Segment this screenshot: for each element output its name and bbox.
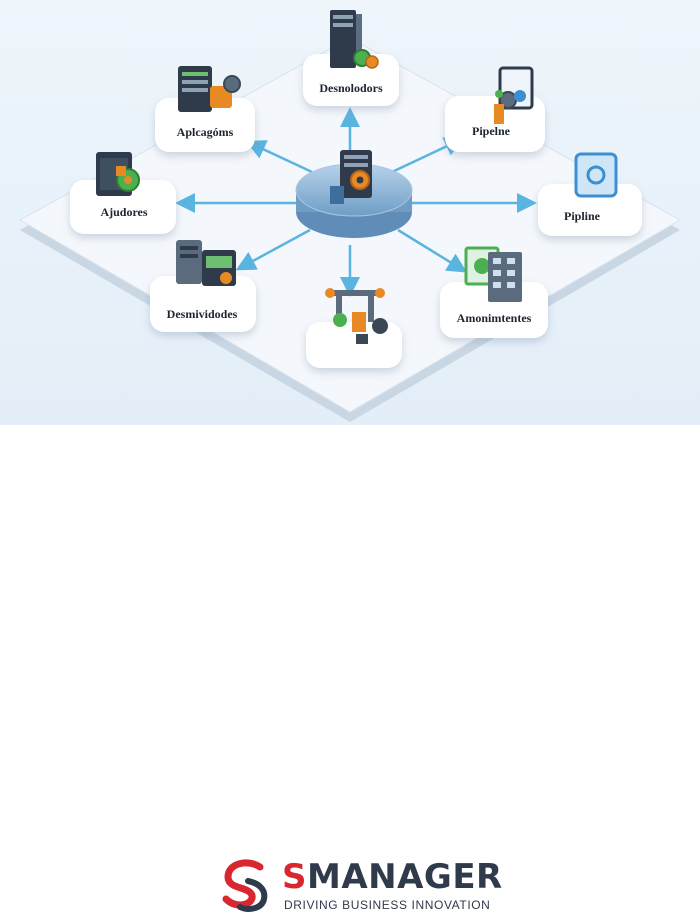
brand-name: SMANAGER: [282, 857, 503, 897]
arrow-top-left: [245, 140, 313, 174]
node-top-right[interactable]: Pipelne: [445, 66, 545, 152]
server-gear-icon: [330, 10, 379, 69]
node-top-left-label: Aplcagóms: [177, 125, 234, 139]
node-bottom-right-label: Amonimtentes: [457, 311, 532, 325]
node-bottom[interactable]: [306, 288, 402, 368]
smanager-logo-icon: [222, 859, 268, 912]
pipeline-robot-icon: [325, 288, 388, 344]
connector-arrows: [175, 107, 537, 297]
diagram-stage: Desnolodors Aplcagóms Pipelne: [0, 0, 700, 425]
node-left[interactable]: Ajudores: [70, 152, 176, 234]
node-right-label: Pipline: [564, 209, 601, 223]
network-diagram: Desnolodors Aplcagóms Pipelne: [18, 10, 682, 422]
node-top[interactable]: Desnolodors: [303, 10, 399, 106]
node-top-right-label: Pipelne: [472, 124, 511, 138]
node-right[interactable]: Pipline: [538, 152, 642, 236]
node-left-label: Ajudores: [100, 205, 147, 219]
arrow-bottom-right: [397, 228, 468, 273]
brand-initial: S: [282, 857, 307, 897]
node-top-label: Desnolodors: [319, 81, 383, 95]
screen-icon: [574, 152, 618, 198]
gear-panel-icon: [96, 152, 140, 196]
server-machine-icon: [176, 240, 236, 286]
brand-tagline: DRIVING BUSINESS INNOVATION: [284, 898, 491, 912]
building-monitor-icon: [464, 246, 522, 302]
node-bottom-left[interactable]: Desmividodes: [150, 240, 256, 332]
brand-rest: MANAGER: [307, 857, 503, 897]
monitor-gear-icon: [494, 66, 534, 124]
hub-server-gear-icon: [330, 150, 372, 204]
footer: SMANAGER DRIVING BUSINESS INNOVATION: [0, 425, 700, 912]
node-bottom-left-label: Desmividodes: [167, 307, 238, 321]
node-bottom-right[interactable]: Amonimtentes: [440, 246, 548, 338]
central-hub[interactable]: [295, 150, 413, 238]
server-rack-icon: [178, 66, 241, 112]
node-top-left[interactable]: Aplcagóms: [155, 66, 255, 152]
arrow-bottom-left: [235, 228, 311, 271]
